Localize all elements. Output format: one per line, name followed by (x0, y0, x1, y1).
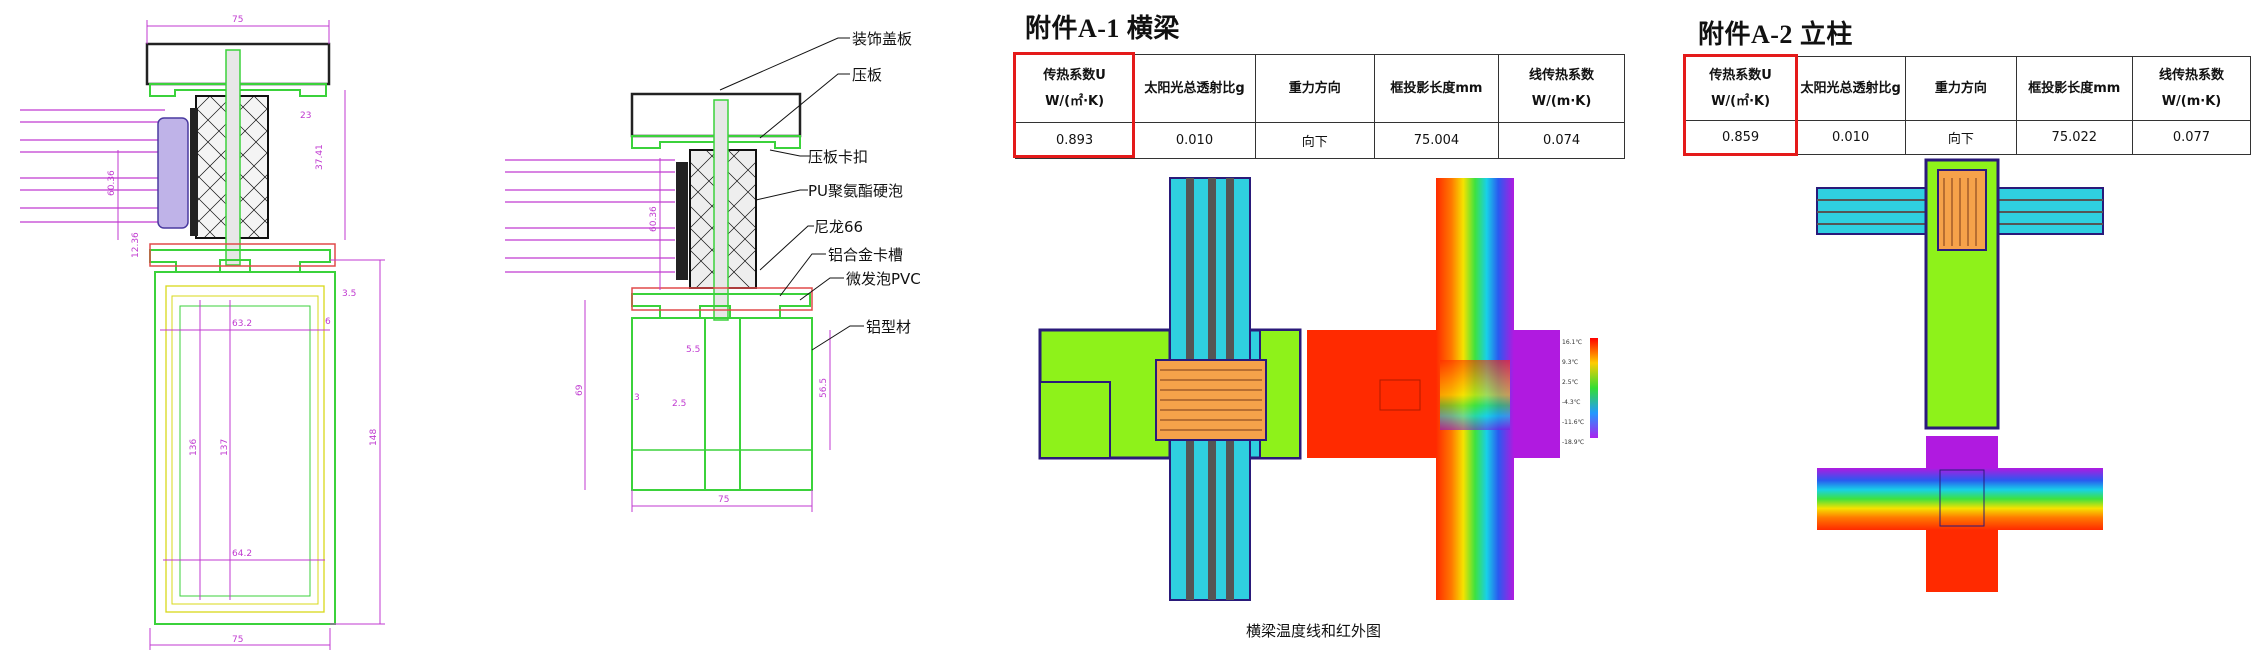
value-frame-length-2: 75.022 (2015, 120, 2133, 155)
dim-148: 148 (369, 429, 379, 446)
callout-pressure-plate: 压板 (852, 66, 883, 84)
mullion-frame (154, 271, 336, 625)
value-u: 0.893 (1014, 122, 1135, 159)
callout-plate-clip: 压板卡扣 (808, 148, 869, 166)
glass-pane-lines-middle (505, 159, 675, 273)
header-solar-transmittance-2: 太阳光总透射比g (1795, 56, 1907, 121)
legend-label-1: 9.3℃ (1562, 359, 1579, 366)
legend-label-0: 16.1℃ (1562, 339, 1582, 346)
cad-section-drawing-left: 75 75 23 37.41 60.36 12.36 3.5 63.2 6 13… (20, 15, 385, 650)
dim-64-2: 64.2 (232, 549, 252, 559)
callout-leaders (719, 37, 864, 351)
column-infrared-thermogram (1817, 436, 2103, 592)
gasket-left (157, 117, 189, 229)
legend-label-2: 2.5℃ (1562, 379, 1579, 386)
dim-2-5-middle: 2.5 (672, 399, 686, 409)
callout-pvc: 微发泡PVC (846, 270, 921, 288)
dim-bottom-width-middle: 75 (718, 495, 729, 505)
dim-top-width: 75 (232, 15, 243, 25)
isotherm-diagram (1038, 177, 1302, 601)
legend-label-5: -18.9℃ (1562, 439, 1585, 446)
dim-bottom-width: 75 (232, 635, 243, 645)
attachment-2-title: 附件A-2 立柱 (1698, 20, 1853, 49)
value-gravity-2: 向下 (1905, 120, 2017, 155)
pressure-plate (149, 83, 327, 97)
callout-aluminum-profile: 铝型材 (866, 318, 912, 336)
dim-137: 137 (220, 439, 230, 456)
legend-label-3: -4.3℃ (1562, 399, 1581, 406)
value-g-2: 0.010 (1795, 120, 1907, 155)
dim-60-36: 60.36 (107, 170, 117, 196)
dim-37-41: 37.41 (315, 144, 325, 170)
dim-3-middle: 3 (634, 393, 640, 403)
dim-60-36-middle: 60.36 (649, 206, 659, 232)
value-u-2: 0.859 (1684, 120, 1797, 155)
dim-23: 23 (300, 111, 311, 121)
value-psi-2: 0.077 (2131, 120, 2252, 155)
dim-69-middle: 69 (575, 384, 585, 396)
dim-56-5-middle: 56.5 (819, 378, 829, 398)
temperature-legend (1590, 338, 1598, 438)
callout-nylon: 尼龙66 (814, 218, 864, 236)
glass-pane-lines (20, 109, 165, 223)
value-frame-length: 75.004 (1373, 122, 1500, 159)
callout-pu-foam: PU聚氨酯硬泡 (808, 182, 904, 200)
header-solar-transmittance: 太阳光总透射比g (1133, 54, 1256, 123)
dim-136: 136 (189, 439, 199, 456)
figure-caption-a1: 横梁温度线和红外图 (1246, 622, 1382, 640)
beam-profile-middle (631, 317, 813, 491)
value-psi: 0.074 (1498, 122, 1625, 159)
attachment-1-title: 附件A-1 横梁 (1025, 14, 1180, 43)
header-gravity-direction-2: 重力方向 (1905, 56, 2017, 121)
dim-5-5-middle: 5.5 (686, 345, 700, 355)
column-isotherm-diagram (1816, 158, 2104, 430)
value-g: 0.010 (1133, 122, 1256, 159)
cad-section-drawing-middle: 75 60.36 69 56.5 2.5 5.5 3 (505, 37, 864, 512)
header-frame-length-2: 框投影长度mm (2015, 56, 2133, 121)
infrared-thermogram (1307, 178, 1560, 600)
dim-6: 6 (325, 317, 331, 327)
dim-3-5: 3.5 (342, 289, 356, 299)
dim-12-36: 12.36 (131, 232, 141, 258)
legend-label-4: -11.6℃ (1562, 419, 1585, 426)
callout-al-slot: 铝合金卡槽 (828, 246, 904, 264)
callout-cover-plate: 装饰盖板 (852, 30, 913, 48)
dim-63-2: 63.2 (232, 319, 252, 329)
bolt (225, 49, 241, 266)
aluminum-profile (149, 249, 331, 273)
